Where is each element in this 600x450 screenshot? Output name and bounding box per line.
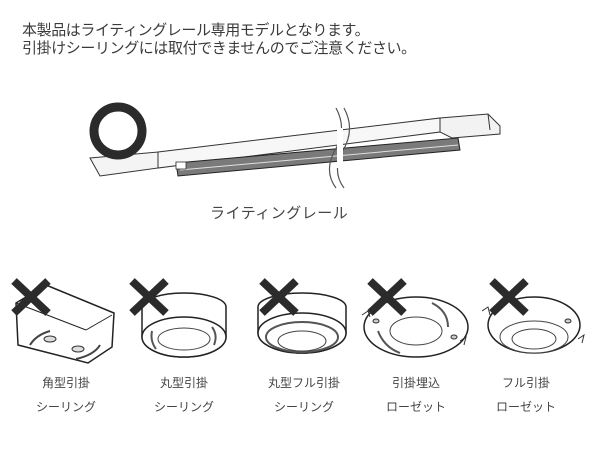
circle-ok-icon	[89, 102, 147, 160]
fixture-label-line2: シーリング	[273, 400, 334, 414]
fixture-square-ceiling: 角型引掛 シーリング	[6, 275, 126, 425]
fixture-label-line2: シーリング	[35, 400, 96, 414]
cross-ng-icon	[129, 278, 169, 316]
fixture-label-line1: フル引掛	[501, 376, 550, 390]
rail-label: ライティングレール	[210, 204, 349, 222]
fixture-round-ceiling: 丸型引掛 シーリング	[124, 275, 244, 425]
cross-ng-icon	[489, 278, 529, 316]
round-full-ceiling-illustration	[257, 278, 347, 354]
square-ceiling-illustration	[11, 278, 115, 364]
fixture-round-full-ceiling: 丸型フル引掛 シーリング	[244, 275, 364, 425]
fixture-full-rosette: フル引掛 ローゼット	[482, 275, 600, 425]
fixture-label-line1: 丸型引掛	[159, 376, 208, 390]
notice-line-1: 本製品はライティングレール専用モデルとなります。	[22, 21, 370, 39]
embedded-rosette-illustration	[361, 278, 469, 358]
fixture-label-line1: 丸型フル引掛	[267, 376, 340, 390]
cross-ng-icon	[259, 278, 299, 316]
lighting-rail-illustration	[89, 102, 501, 189]
fixture-label-line2: ローゼット	[385, 400, 446, 414]
cross-ng-icon	[11, 278, 51, 316]
fixture-label-line1: 引掛埋込	[391, 376, 440, 390]
fixture-label-line2: ローゼット	[495, 400, 556, 414]
notice-line-2: 引掛けシーリングには取付できませんのでご注意ください。	[22, 39, 416, 57]
round-ceiling-illustration	[129, 278, 227, 358]
notice-text: 本製品はライティングレール専用モデルとなります。 引掛けシーリングには取付できま…	[22, 21, 416, 57]
cross-ng-icon	[367, 278, 407, 316]
fixture-label-line1: 角型引掛	[41, 376, 90, 390]
full-rosette-illustration	[482, 278, 585, 354]
fixture-embedded-rosette: 引掛埋込 ローゼット	[356, 275, 476, 425]
fixture-label-line2: シーリング	[153, 400, 214, 414]
